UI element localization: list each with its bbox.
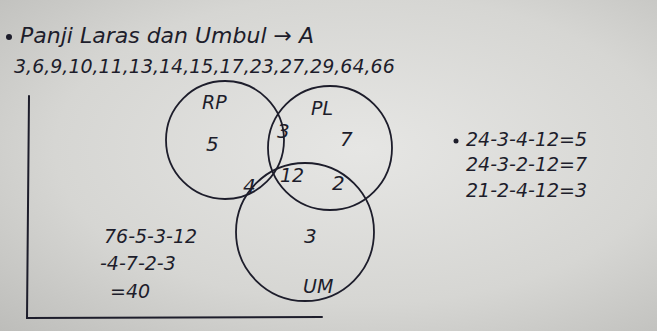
region-count: 4 <box>243 175 256 197</box>
set-circle: PL <box>267 85 393 211</box>
calculation-note: -4-7-2-3 <box>100 253 176 274</box>
calculation-note: 24-3-2-12=7 <box>466 154 587 175</box>
universe-frame <box>27 96 322 318</box>
set-name: UM <box>303 276 333 297</box>
calculation-note: 21-2-4-12=3 <box>466 180 587 201</box>
calculation-note: 24-3-4-12=5 <box>466 129 587 150</box>
region-count: 3 <box>304 225 317 247</box>
region-count: 3 <box>277 120 290 142</box>
region-count: 5 <box>206 133 219 155</box>
set-circle: RP <box>165 80 285 200</box>
circle-outline <box>236 163 374 301</box>
calculation-note: 76-5-3-12 <box>104 226 197 247</box>
set-name: RP <box>202 92 227 113</box>
region-count: 2 <box>332 172 345 194</box>
region-count: 12 <box>280 165 304 186</box>
calculation-note: =40 <box>110 281 150 302</box>
bullet-dot <box>6 34 12 40</box>
heading: Panji Laras dan Umbul → A <box>20 24 314 48</box>
bullet-dot <box>454 139 459 144</box>
set-name: PL <box>311 98 333 119</box>
circle-outline <box>166 81 284 199</box>
member-list: 3,6,9,10,11,13,14,15,17,23,27,29,64,66 <box>14 56 395 77</box>
region-count: 7 <box>340 128 353 150</box>
circle-outline <box>268 86 392 210</box>
